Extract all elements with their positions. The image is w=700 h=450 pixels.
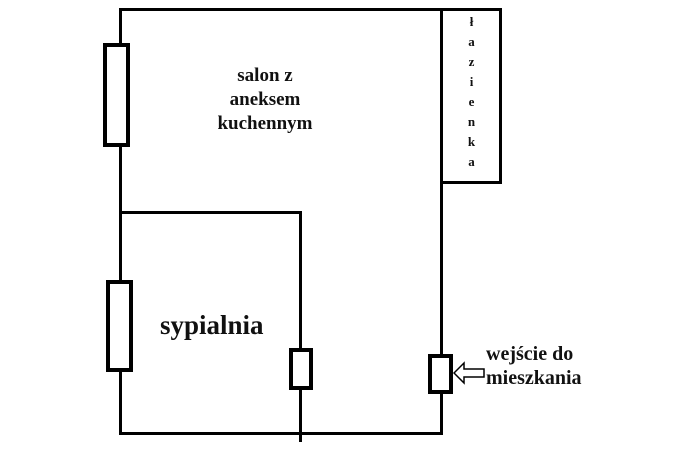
entrance-door bbox=[428, 354, 453, 394]
bathroom-wall bbox=[440, 8, 502, 184]
entrance-arrow-icon bbox=[453, 361, 485, 385]
bathroom-label: łazienka bbox=[464, 14, 479, 174]
bedroom-door bbox=[289, 348, 313, 390]
apartment-outline-wall bbox=[119, 8, 443, 435]
bathroom-label-box: łazienka bbox=[440, 14, 502, 176]
entrance-label: wejście do mieszkania bbox=[486, 343, 582, 389]
bedroom-wall bbox=[121, 211, 302, 435]
bedroom-label: sypialnia bbox=[160, 310, 264, 340]
living-room-label: salon z aneksem kuchennym bbox=[217, 65, 313, 134]
bedroom-wall-tick bbox=[299, 432, 302, 442]
living-room-window bbox=[103, 43, 130, 147]
bedroom-window bbox=[106, 280, 133, 372]
